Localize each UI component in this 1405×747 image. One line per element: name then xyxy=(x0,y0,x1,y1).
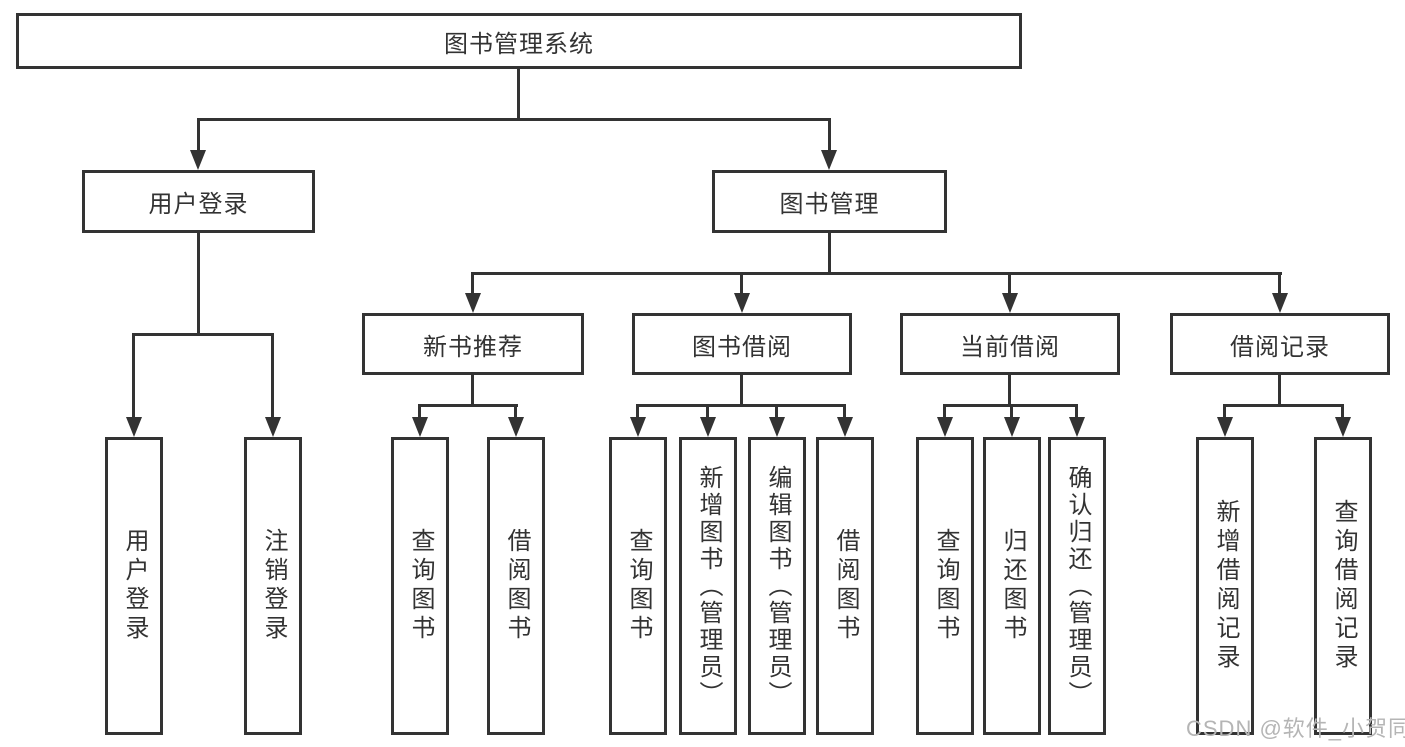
node-borrowing-records: 借阅记录 xyxy=(1170,313,1390,375)
node-label: 借阅图书 xyxy=(832,528,859,644)
connector-line xyxy=(197,233,200,335)
arrow-down-icon xyxy=(1272,293,1288,313)
node-label: 新增图书（管理员） xyxy=(695,464,722,708)
node-label: 用户登录 xyxy=(148,191,249,218)
node-current-borrowing: 当前借阅 xyxy=(900,313,1120,375)
arrow-down-icon xyxy=(190,150,206,170)
node-label: 图书管理系统 xyxy=(444,30,594,58)
arrow-down-icon xyxy=(508,417,524,437)
leaf-query-books-2: 查询图书 xyxy=(609,437,667,735)
leaf-add-books-admin: 新增图书（管理员） xyxy=(679,437,737,735)
node-label: 查询图书 xyxy=(625,528,652,644)
connector-line xyxy=(775,404,778,420)
arrow-down-icon xyxy=(821,150,837,170)
arrow-down-icon xyxy=(700,417,716,437)
connector-line xyxy=(740,272,743,296)
node-user-login: 用户登录 xyxy=(82,170,315,233)
node-label: 新增借阅记录 xyxy=(1212,499,1239,673)
leaf-borrow-books-2: 借阅图书 xyxy=(816,437,874,735)
arrow-down-icon xyxy=(734,293,750,313)
leaf-borrow-books-1: 借阅图书 xyxy=(487,437,545,735)
connector-line xyxy=(1008,272,1011,296)
connector-line xyxy=(1010,404,1013,420)
connector-line xyxy=(197,118,831,121)
connector-line xyxy=(471,375,474,407)
arrow-down-icon xyxy=(1217,417,1233,437)
leaf-confirm-return-admin: 确认归还（管理员） xyxy=(1048,437,1106,735)
leaf-add-borrow-record: 新增借阅记录 xyxy=(1196,437,1254,735)
csdn-watermark: CSDN @软件_小贺同学 xyxy=(1186,716,1405,741)
connector-line xyxy=(1223,404,1226,420)
connector-line xyxy=(471,272,474,296)
connector-line xyxy=(1278,375,1281,407)
connector-line xyxy=(1008,375,1011,407)
node-label: 查询图书 xyxy=(407,528,434,644)
connector-line xyxy=(1341,404,1344,420)
node-library-management-system: 图书管理系统 xyxy=(16,13,1022,69)
connector-line xyxy=(943,404,946,420)
node-label: 确认归还（管理员） xyxy=(1064,464,1091,708)
leaf-return-books: 归还图书 xyxy=(983,437,1041,735)
connector-line xyxy=(471,272,1282,275)
arrow-down-icon xyxy=(837,417,853,437)
arrow-down-icon xyxy=(126,417,142,437)
arrow-down-icon xyxy=(1002,293,1018,313)
connector-line xyxy=(828,233,831,275)
node-label: 借阅图书 xyxy=(503,528,530,644)
connector-line xyxy=(843,404,846,420)
node-new-book-recommendation: 新书推荐 xyxy=(362,313,584,375)
connector-line xyxy=(636,404,639,420)
leaf-query-books-3: 查询图书 xyxy=(916,437,974,735)
node-label: 当前借阅 xyxy=(960,333,1060,361)
node-label: 新书推荐 xyxy=(423,333,523,361)
leaf-edit-books-admin: 编辑图书（管理员） xyxy=(748,437,806,735)
connector-line xyxy=(740,375,743,407)
arrow-down-icon xyxy=(1004,417,1020,437)
connector-line xyxy=(828,118,831,154)
arrow-down-icon xyxy=(265,417,281,437)
connector-line xyxy=(132,333,274,336)
leaf-logout: 注销登录 xyxy=(244,437,302,735)
arrow-down-icon xyxy=(630,417,646,437)
connector-line xyxy=(514,404,517,420)
leaf-query-borrow-record: 查询借阅记录 xyxy=(1314,437,1372,735)
node-label: 图书管理 xyxy=(779,191,880,218)
node-label: 图书借阅 xyxy=(692,333,792,361)
connector-line xyxy=(636,404,846,407)
arrow-down-icon xyxy=(769,417,785,437)
connector-line xyxy=(1223,404,1343,407)
connector-line xyxy=(132,333,135,421)
connector-line xyxy=(418,404,518,407)
node-label: 借阅记录 xyxy=(1230,333,1330,361)
arrow-down-icon xyxy=(1069,417,1085,437)
leaf-query-books-1: 查询图书 xyxy=(391,437,449,735)
connector-line xyxy=(1075,404,1078,420)
arrow-down-icon xyxy=(412,417,428,437)
connector-line xyxy=(271,333,274,421)
node-label: 归还图书 xyxy=(999,528,1026,644)
arrow-down-icon xyxy=(1335,417,1351,437)
node-label: 查询借阅记录 xyxy=(1330,499,1357,673)
node-label: 编辑图书（管理员） xyxy=(764,464,791,708)
connector-line xyxy=(706,404,709,420)
node-label: 用户登录 xyxy=(121,528,148,644)
node-book-borrowing: 图书借阅 xyxy=(632,313,852,375)
node-label: 查询图书 xyxy=(932,528,959,644)
leaf-user-login: 用户登录 xyxy=(105,437,163,735)
connector-line xyxy=(418,404,421,420)
node-label: 注销登录 xyxy=(260,528,287,644)
connector-line xyxy=(197,118,200,154)
connector-line xyxy=(1278,272,1281,296)
node-book-management: 图书管理 xyxy=(712,170,947,233)
connector-line xyxy=(517,69,520,120)
arrow-down-icon xyxy=(937,417,953,437)
arrow-down-icon xyxy=(465,293,481,313)
